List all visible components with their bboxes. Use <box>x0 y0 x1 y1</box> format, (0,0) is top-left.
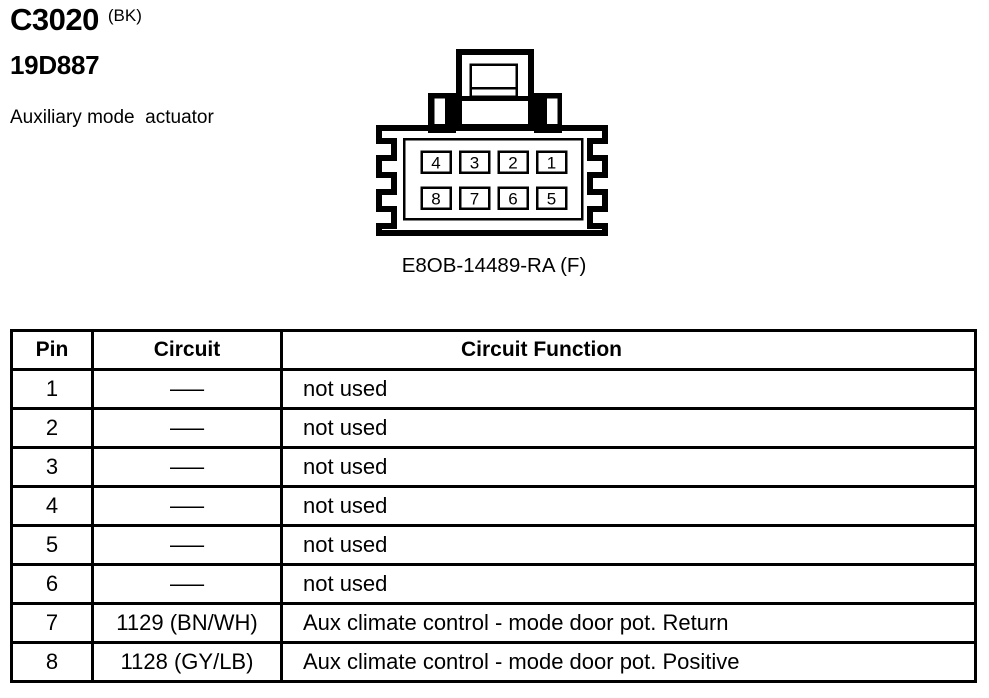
circuit-cell: 1128 (GY/LB) <box>91 641 283 683</box>
pin-box <box>420 150 452 174</box>
pin-box <box>535 150 568 174</box>
function-cell: not used <box>280 407 977 449</box>
left-tab-slot <box>434 98 445 124</box>
connector-side-tabs <box>428 93 562 133</box>
pin-box <box>420 186 452 210</box>
table-row: 7 1129 (BN/WH) Aux climate control - mod… <box>10 602 977 644</box>
pin-cell: 4 <box>10 485 94 527</box>
right-tab-slot <box>547 98 558 124</box>
table-header-circuit: Circuit <box>91 329 283 371</box>
table-row: 1 — not used <box>10 368 977 410</box>
function-cell: not used <box>280 446 977 488</box>
pin-box <box>497 150 529 174</box>
pin-cell: 6 <box>10 563 94 605</box>
pin-number: 1 <box>547 154 556 173</box>
function-cell: not used <box>280 563 977 605</box>
connector-id: C3020 <box>10 2 99 37</box>
connector-title-row: C3020 (BK) <box>10 4 214 35</box>
pin-grid: 4 3 2 1 8 7 6 5 <box>420 150 568 210</box>
table-row: 2 — not used <box>10 407 977 449</box>
pin-cell: 8 <box>10 641 94 683</box>
circuit-dash: — <box>169 532 205 557</box>
pin-number: 6 <box>508 190 517 209</box>
connector-color-code: (BK) <box>107 6 142 25</box>
table-row: 6 — not used <box>10 563 977 605</box>
circuit-cell: — <box>91 485 283 527</box>
pin-cell: 3 <box>10 446 94 488</box>
function-cell: not used <box>280 368 977 410</box>
connector-diagram: 4 3 2 1 8 7 6 5 E8OB-14489-RA (F) <box>376 49 608 277</box>
table-row: 8 1128 (GY/LB) Aux climate control - mod… <box>10 641 977 683</box>
pin-box <box>458 186 491 210</box>
pin-number: 8 <box>431 190 440 209</box>
pin-cell: 2 <box>10 407 94 449</box>
page-header: C3020 (BK) 19D887 Auxiliary mode actuato… <box>10 4 214 127</box>
connector-description: Auxiliary mode actuator <box>10 107 214 128</box>
circuit-cell: — <box>91 563 283 605</box>
pin-box <box>497 186 529 210</box>
function-cell: not used <box>280 485 977 527</box>
pin-table: Pin Circuit Circuit Function 1 — not use… <box>10 329 977 683</box>
circuit-dash: — <box>169 493 205 518</box>
function-cell: Aux climate control - mode door pot. Pos… <box>280 641 977 683</box>
table-header-row: Pin Circuit Circuit Function <box>10 329 977 371</box>
pin-cell: 5 <box>10 524 94 566</box>
circuit-cell: — <box>91 524 283 566</box>
table-header-pin: Pin <box>10 329 94 371</box>
latch-crossbar <box>456 96 534 101</box>
circuit-dash: — <box>169 376 205 401</box>
table-header-function: Circuit Function <box>280 329 977 371</box>
circuit-dash: — <box>169 454 205 479</box>
circuit-dash: — <box>169 415 205 440</box>
connector-part-number: E8OB-14489-RA (F) <box>402 254 587 277</box>
pin-number: 5 <box>547 190 556 209</box>
circuit-dash: — <box>169 571 205 596</box>
table-row: 3 — not used <box>10 446 977 488</box>
pin-number: 3 <box>470 154 479 173</box>
table-row: 5 — not used <box>10 524 977 566</box>
circuit-cell: — <box>91 446 283 488</box>
part-ref: 19D887 <box>10 50 100 80</box>
pin-box <box>535 186 568 210</box>
connector-latch <box>456 49 534 129</box>
function-cell: not used <box>280 524 977 566</box>
function-cell: Aux climate control - mode door pot. Ret… <box>280 602 977 644</box>
circuit-cell: — <box>91 368 283 410</box>
pin-cell: 7 <box>10 602 94 644</box>
circuit-cell: — <box>91 407 283 449</box>
pin-number: 2 <box>508 154 517 173</box>
table-row: 4 — not used <box>10 485 977 527</box>
pin-number: 4 <box>431 154 440 173</box>
pin-box <box>458 150 491 174</box>
pin-cell: 1 <box>10 368 94 410</box>
latch-window <box>469 63 518 98</box>
circuit-cell: 1129 (BN/WH) <box>91 602 283 644</box>
pin-number: 7 <box>470 190 479 209</box>
